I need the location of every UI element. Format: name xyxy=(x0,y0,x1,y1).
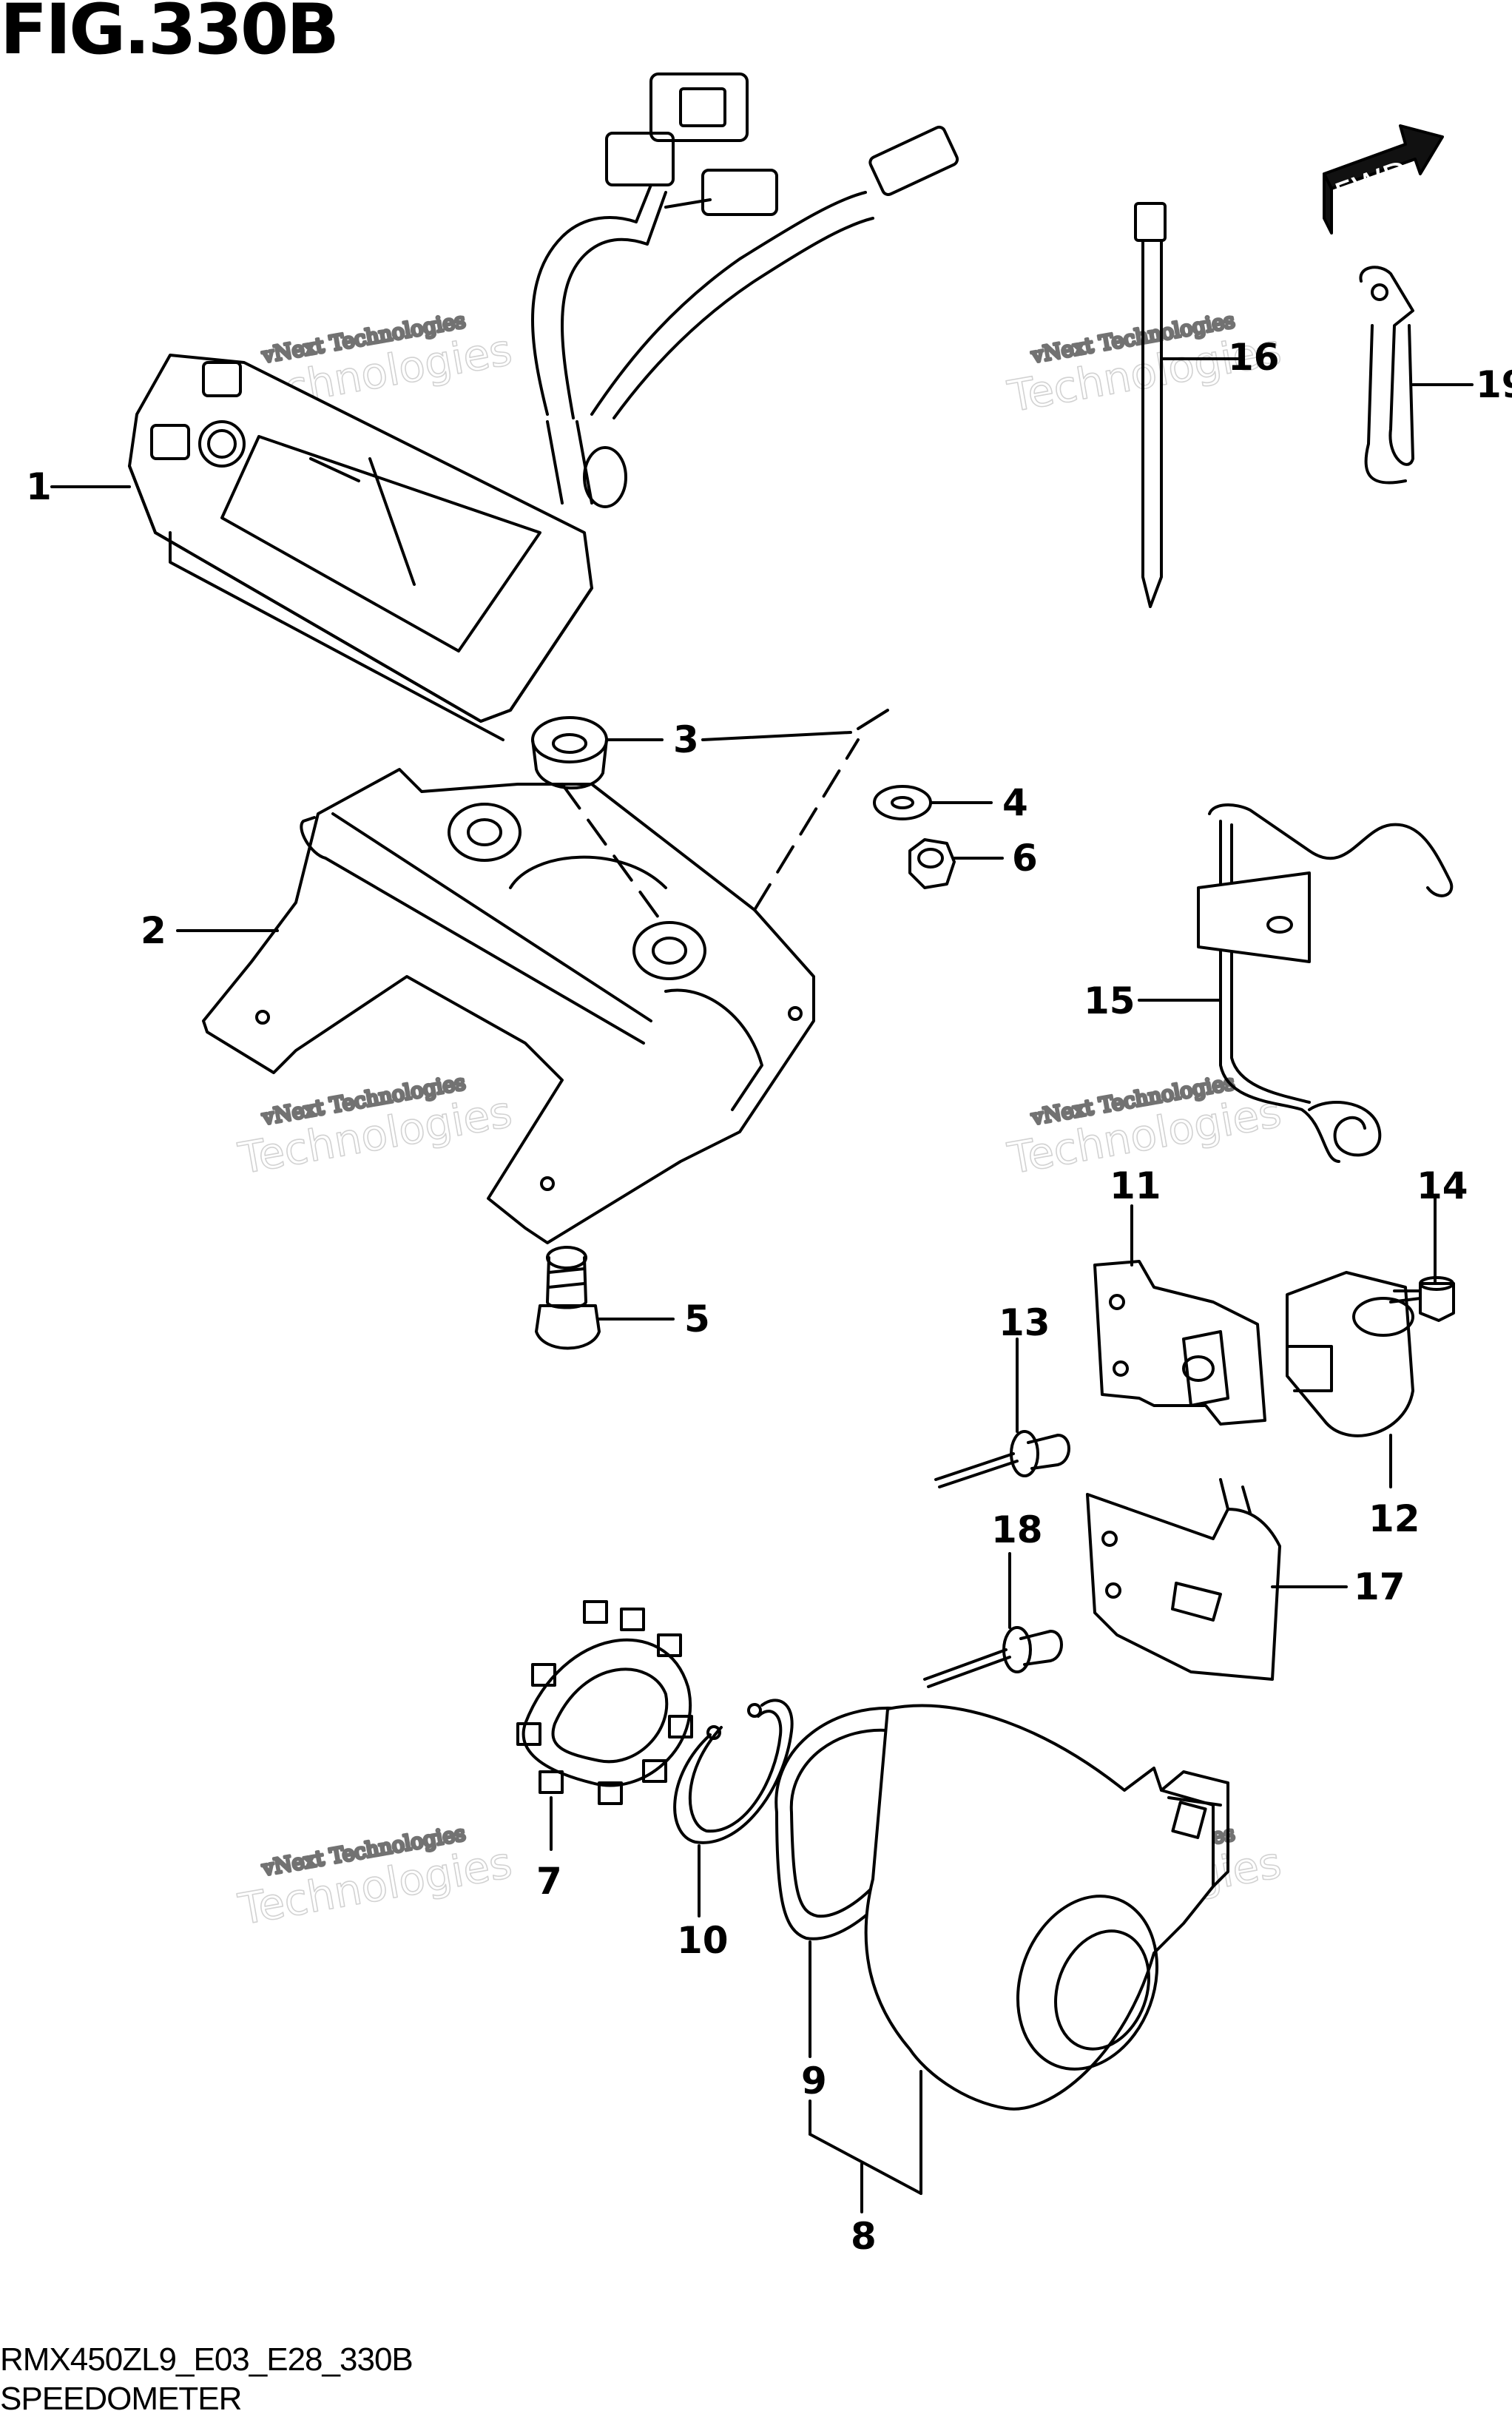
svg-text:18: 18 xyxy=(991,1508,1043,1551)
part-12-clip xyxy=(1286,1271,1414,1437)
svg-text:6: 6 xyxy=(1012,837,1038,880)
svg-text:13: 13 xyxy=(999,1301,1050,1344)
part-16-cable-tie xyxy=(1134,202,1167,608)
part-8-sensor-assembly xyxy=(864,1704,1229,2111)
part-5-bolt xyxy=(535,1246,601,1350)
svg-text:4: 4 xyxy=(1002,781,1028,824)
part-7-retaining-plate xyxy=(516,1600,693,1805)
callout-19: 19 xyxy=(1411,363,1512,406)
footer-code: RMX450ZL9_E03_E28_330B xyxy=(0,2341,414,2378)
part-6-nut xyxy=(908,838,956,889)
part-1-speedometer xyxy=(128,72,959,741)
svg-text:17: 17 xyxy=(1354,1565,1405,1608)
svg-text:16: 16 xyxy=(1228,336,1280,379)
part-3-grommet xyxy=(531,716,608,789)
fwd-arrow-icon: FWD xyxy=(1323,124,1444,235)
callout-1: 1 xyxy=(26,465,131,508)
callout-14: 14 xyxy=(1417,1164,1468,1285)
callout-13: 13 xyxy=(999,1301,1050,1433)
part-11-bracket xyxy=(1093,1260,1266,1426)
callout-4: 4 xyxy=(929,781,1028,824)
callout-3: 3 xyxy=(605,718,699,761)
callout-17: 17 xyxy=(1271,1565,1405,1608)
callout-6: 6 xyxy=(953,837,1038,880)
callout-18: 18 xyxy=(991,1508,1043,1629)
callout-8: 8 xyxy=(809,2070,922,2258)
svg-text:15: 15 xyxy=(1084,979,1135,1022)
svg-text:5: 5 xyxy=(684,1298,710,1340)
callout-2: 2 xyxy=(141,909,279,952)
callout-16: 16 xyxy=(1160,336,1280,379)
part-14-screw xyxy=(1389,1276,1455,1322)
part-18-rivet xyxy=(923,1626,1063,1688)
svg-text:3: 3 xyxy=(673,718,699,761)
svg-text:1: 1 xyxy=(26,465,52,508)
figure-title: FIG.330B xyxy=(0,0,340,70)
callout-15: 15 xyxy=(1084,979,1222,1022)
svg-text:12: 12 xyxy=(1368,1497,1420,1540)
part-10-circlip xyxy=(673,1699,794,1844)
svg-text:10: 10 xyxy=(677,1919,729,1962)
callout-10: 10 xyxy=(677,1844,729,1962)
callout-5: 5 xyxy=(598,1298,710,1340)
part-4-washer xyxy=(873,785,932,820)
part-15-wire-bracket xyxy=(1197,803,1454,1163)
part-19-clamp xyxy=(1359,266,1414,485)
part-2-bracket xyxy=(202,709,889,1244)
svg-text:9: 9 xyxy=(801,2060,827,2102)
part-17-bracket xyxy=(1086,1478,1281,1681)
callout-9: 9 xyxy=(801,1940,827,2102)
svg-text:14: 14 xyxy=(1417,1164,1468,1207)
callout-7: 7 xyxy=(536,1796,562,1903)
svg-text:11: 11 xyxy=(1110,1164,1161,1207)
svg-text:7: 7 xyxy=(536,1860,562,1903)
part-13-rivet xyxy=(934,1430,1070,1488)
callout-11: 11 xyxy=(1110,1164,1161,1267)
svg-text:19: 19 xyxy=(1476,363,1512,406)
svg-text:8: 8 xyxy=(851,2215,877,2258)
svg-text:2: 2 xyxy=(141,909,166,952)
footer-name: SPEEDOMETER xyxy=(0,2381,242,2417)
callout-12: 12 xyxy=(1368,1434,1420,1540)
